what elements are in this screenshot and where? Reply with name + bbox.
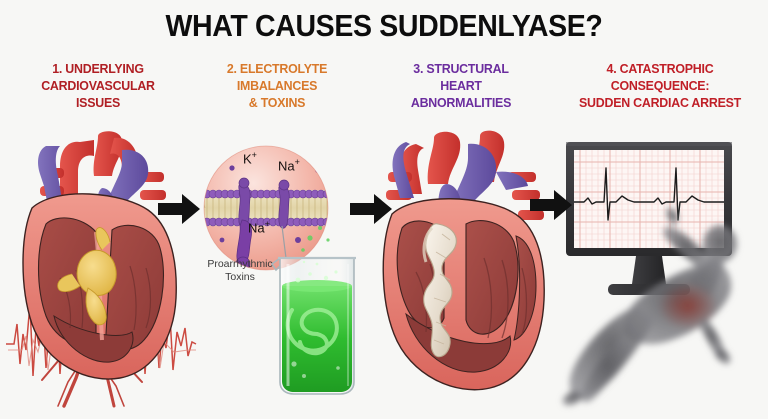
ion-label-potassium: K+ xyxy=(243,150,257,167)
arrow-1-to-2-icon xyxy=(156,192,202,226)
panel-1-heading: 1. UNDERLYING CARDIOVASCULAR ISSUES xyxy=(6,60,190,111)
beaker-icon xyxy=(270,225,356,395)
panel-4-heading-line-3: SUDDEN CARDIAC ARREST xyxy=(579,95,741,110)
panel-3-illustration xyxy=(372,128,554,408)
panel-1-heading-line-2: CARDIOVASCULAR xyxy=(41,78,155,93)
arrow-2-to-3-icon xyxy=(348,192,394,226)
panel-4-heading-line-1: 4. CATASTROPHIC xyxy=(606,61,714,76)
panel-3-heading-line-2: HEART xyxy=(440,78,482,93)
fibrotic-scar-icon xyxy=(422,223,457,358)
proarrhythmic-toxins-caption: Proarrhythmic Toxins xyxy=(198,258,282,284)
panel-2-illustration xyxy=(198,128,360,408)
panel-1-heading-line-3: ISSUES xyxy=(75,95,121,110)
panel-3-heading: 3. STRUCTURAL HEART ABNORMALITIES xyxy=(377,60,544,111)
ecg-monitor-icon xyxy=(566,142,732,295)
panel-3-heading-line-1: 3. STRUCTURAL xyxy=(413,61,509,76)
panel-3-heading-line-3: ABNORMALITIES xyxy=(410,95,512,110)
toxin-bubbles-icon xyxy=(301,226,330,252)
cell-membrane-diagram-icon xyxy=(203,145,329,271)
panel-2-heading-line-1: 2. ELECTROLYTE xyxy=(226,61,328,76)
caption-line-2: Toxins xyxy=(225,271,255,283)
caption-line-1: Proarrhythmic xyxy=(207,258,273,270)
panel-4-illustration xyxy=(560,128,766,408)
ion-label-sodium-lower: Na+ xyxy=(248,219,270,236)
arrow-3-to-4-icon xyxy=(528,188,574,222)
collapsed-person-silhouette-icon xyxy=(562,207,737,406)
plaque-deposit-icon xyxy=(57,227,117,326)
ion-label-sodium-upper: Na+ xyxy=(278,157,300,174)
panel-4-heading: 4. CATASTROPHIC CONSEQUENCE: SUDDEN CARD… xyxy=(558,60,761,111)
panel-1-illustration xyxy=(2,128,198,408)
panel-4-heading-line-2: CONSEQUENCE: xyxy=(610,78,710,93)
panel-2-heading-line-2: IMBALANCES xyxy=(236,78,318,93)
panel-2-heading: 2. ELECTROLYTE IMBALANCES & TOXINS xyxy=(201,60,353,111)
page-title: WHAT CAUSES SUDDENLYASE? xyxy=(165,8,603,43)
panel-2-heading-line-3: & TOXINS xyxy=(248,95,306,110)
ion-channel-protein-icon xyxy=(238,177,290,229)
heart-cross-section-icon xyxy=(382,198,545,391)
panel-1-heading-line-1: 1. UNDERLYING xyxy=(52,61,144,76)
